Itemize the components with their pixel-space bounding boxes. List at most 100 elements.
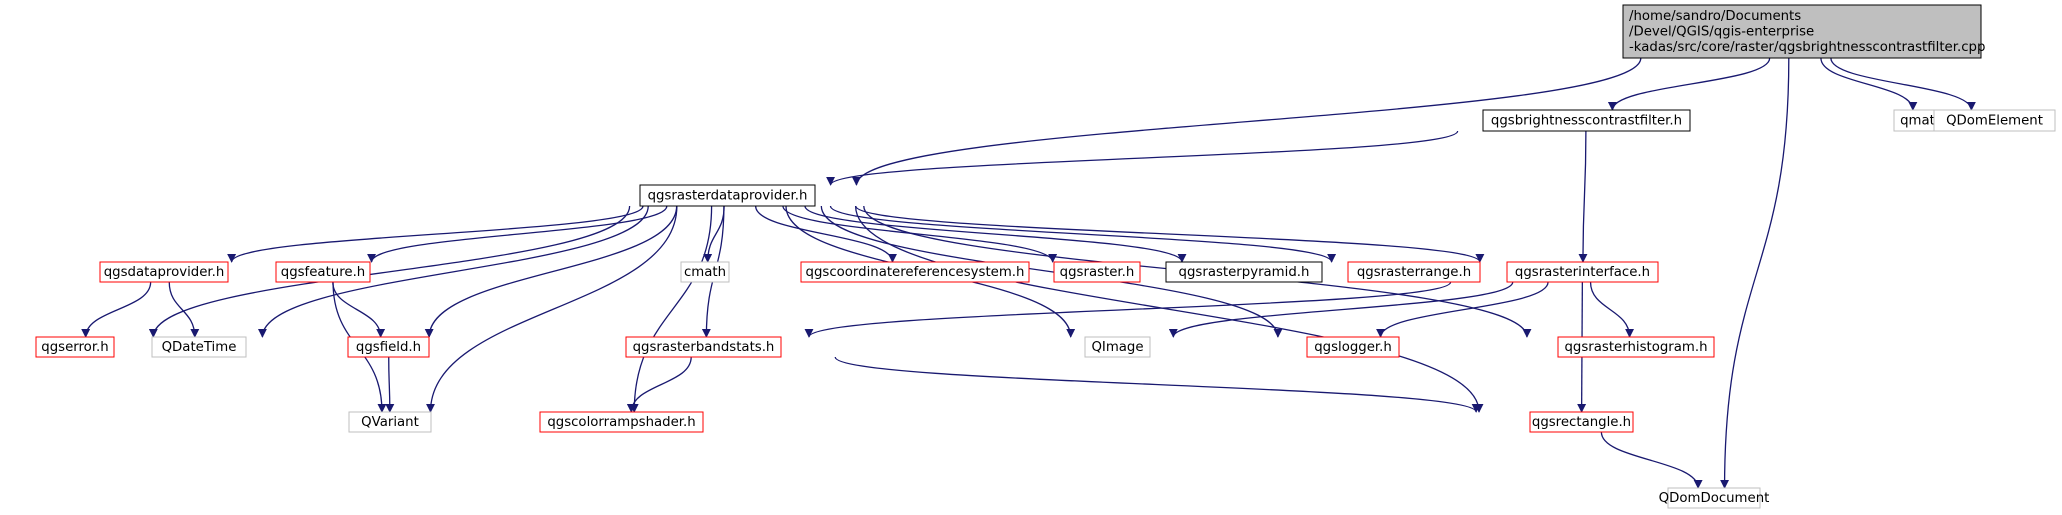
edge-qgsrasterdataprovider_h-to-qgsrectangle_h <box>854 205 1484 413</box>
edge-arrow <box>424 205 678 338</box>
node-qgsrasterdataprovider-h[interactable]: qgsrasterdataprovider.h <box>639 184 816 207</box>
node-QDomDocument: QDomDocument <box>1659 487 1770 509</box>
node-label: qgsrasterinterface.h <box>1515 265 1650 280</box>
node-qgscoordinatereferencesystem-h[interactable]: qgscoordinatereferencesystem.h <box>800 261 1030 283</box>
edge-root-to-QDomElement <box>1830 57 1976 111</box>
edges-layer <box>81 57 1976 489</box>
node-label: qgserror.h <box>41 340 108 355</box>
node-label: QDomDocument <box>1659 491 1770 506</box>
node-label: qgslogger.h <box>1314 340 1392 355</box>
edge-arrow <box>852 57 1642 186</box>
edge-arrow <box>1376 281 1549 338</box>
edge-qgsrasterdataprovider_h-to-cmath <box>703 205 725 263</box>
node-qgsrasterbandstats-h[interactable]: qgsrasterbandstats.h <box>625 336 782 358</box>
edge-qgsrasterbandstats_h-to-qgscolorrampshader_h <box>626 356 692 413</box>
node-qgsrasterpyramid-h[interactable]: qgsrasterpyramid.h <box>1165 261 1323 283</box>
node-label: qgscoordinatereferencesystem.h <box>806 265 1025 280</box>
node-label: qgsrasterpyramid.h <box>1179 265 1310 280</box>
node-label: cmath <box>684 265 726 280</box>
edge-arrow <box>385 356 395 413</box>
edge-arrow <box>629 205 713 413</box>
edge-arrow <box>855 205 1485 263</box>
node-qgserror-h[interactable]: qgserror.h <box>35 336 115 358</box>
node-qgsfield-h[interactable]: qgsfield.h <box>347 336 430 358</box>
edge-qgsrasterdataprovider_h-to-qgsrasterrange_h <box>829 205 1336 263</box>
node-box <box>1506 261 1659 283</box>
node-qgsrasterhistogram-h[interactable]: qgsrasterhistogram.h <box>1557 336 1715 358</box>
node-box <box>639 184 816 207</box>
node-QDateTime: QDateTime <box>151 336 247 358</box>
edge-arrow <box>854 205 1484 413</box>
edge-arrow <box>826 130 1459 186</box>
node-box <box>1933 109 2056 132</box>
edge-arrow <box>829 205 1336 263</box>
node-qgsrectangle-h[interactable]: qgsrectangle.h <box>1529 411 1634 433</box>
node-qgscolorrampshader-h[interactable]: qgscolorrampshader.h <box>539 411 704 433</box>
node-box <box>1084 336 1151 358</box>
edge-arrow <box>1720 57 1790 489</box>
edge-qgsrasterdataprovider_h-to-qgsrasterpyramid_h <box>804 205 1187 263</box>
edge-arrow <box>426 205 678 413</box>
edge-qgsrasterdataprovider_h-to-qgscolorrampshader_h <box>629 205 713 413</box>
node-label: qgsrasterrange.h <box>1357 265 1471 280</box>
edge-arrow <box>1168 281 1514 338</box>
edge-arrow <box>1589 281 1635 338</box>
edge-qgsrasterdataprovider_h-to-QVariant <box>426 205 678 413</box>
node-qgsbrightnesscontrastfilter-h[interactable]: qgsbrightnesscontrastfilter.h <box>1482 109 1691 132</box>
edge-arrow <box>367 205 668 263</box>
node-box <box>800 261 1030 283</box>
edge-arrow <box>1578 130 1588 263</box>
edge-arrow <box>804 205 1187 263</box>
node-qgsrasterrange-h[interactable]: qgsrasterrange.h <box>1347 261 1481 283</box>
edge-qgsrasterinterface_h-to-qgsrasterbandstats_h <box>804 281 1452 338</box>
node-root[interactable]: /home/sandro/Documents/Devel/QGIS/qgis-e… <box>1622 4 1985 59</box>
edge-qgsrasterdataprovider_h-to-qgslogger_h <box>820 205 1283 338</box>
node-label: qgsfeature.h <box>281 265 365 280</box>
node-qgsrasterinterface-h[interactable]: qgsrasterinterface.h <box>1506 261 1659 283</box>
node-box <box>347 336 430 358</box>
node-label: -kadas/src/core/raster/qgsbrightnesscont… <box>1629 40 1985 55</box>
edge-arrow <box>81 281 152 338</box>
node-cmath: cmath <box>680 261 730 283</box>
edge-qgsrasterdataprovider_h-to-qgscoordinatereferencesystem_h <box>754 205 897 263</box>
edge-qgsrasterinterface_h-to-QImage <box>1168 281 1514 338</box>
edge-root-to-qmath_h <box>1820 57 1918 111</box>
edge-arrow <box>1607 57 1771 111</box>
node-qgsfeature-h[interactable]: qgsfeature.h <box>275 261 371 283</box>
edge-arrow <box>227 205 644 263</box>
node-box <box>539 411 704 433</box>
node-box <box>348 411 432 433</box>
edge-root-to-QDomDocument <box>1720 57 1790 489</box>
edge-qgsbrightnesscontrastfilter_h-to-qgsrasterdataprovider_h <box>826 130 1459 186</box>
edge-qgsrectangle_h-to-QDomDocument <box>1600 431 1703 489</box>
node-qgsraster-h[interactable]: qgsraster.h <box>1053 261 1141 283</box>
node-box <box>1557 336 1715 358</box>
edge-qgsrasterdataprovider_h-to-qgsfield_h <box>424 205 678 338</box>
node-label: qgsbrightnesscontrastfilter.h <box>1491 113 1682 128</box>
node-box <box>35 336 115 358</box>
edge-qgsrasterdataprovider_h-to-qgsdataprovider_h <box>227 205 644 263</box>
node-label: qgsrasterhistogram.h <box>1564 340 1707 355</box>
node-label: qgsdataprovider.h <box>104 265 225 280</box>
edge-arrow <box>834 356 1481 413</box>
node-box <box>99 261 229 283</box>
node-qgslogger-h[interactable]: qgslogger.h <box>1306 336 1400 358</box>
node-label: QDomElement <box>1946 113 2043 128</box>
node-label: qgsraster.h <box>1060 265 1135 280</box>
node-label: QImage <box>1091 340 1143 355</box>
edge-root-to-qgsrasterdataprovider_h <box>852 57 1642 186</box>
node-qgsdataprovider-h[interactable]: qgsdataprovider.h <box>99 261 229 283</box>
edge-arrow <box>257 205 649 338</box>
node-QDomElement: QDomElement <box>1933 109 2056 132</box>
edge-arrow <box>804 281 1452 338</box>
node-box <box>151 336 247 358</box>
edge-arrow <box>626 356 692 413</box>
edge-arrow <box>1820 57 1918 111</box>
edge-qgsdataprovider_h-to-qgserror_h <box>81 281 152 338</box>
node-label: QDateTime <box>162 340 237 355</box>
node-label: QVariant <box>361 415 419 430</box>
node-box <box>1053 261 1141 283</box>
edge-arrow <box>820 205 1283 338</box>
node-label: qgsrasterbandstats.h <box>633 340 775 355</box>
